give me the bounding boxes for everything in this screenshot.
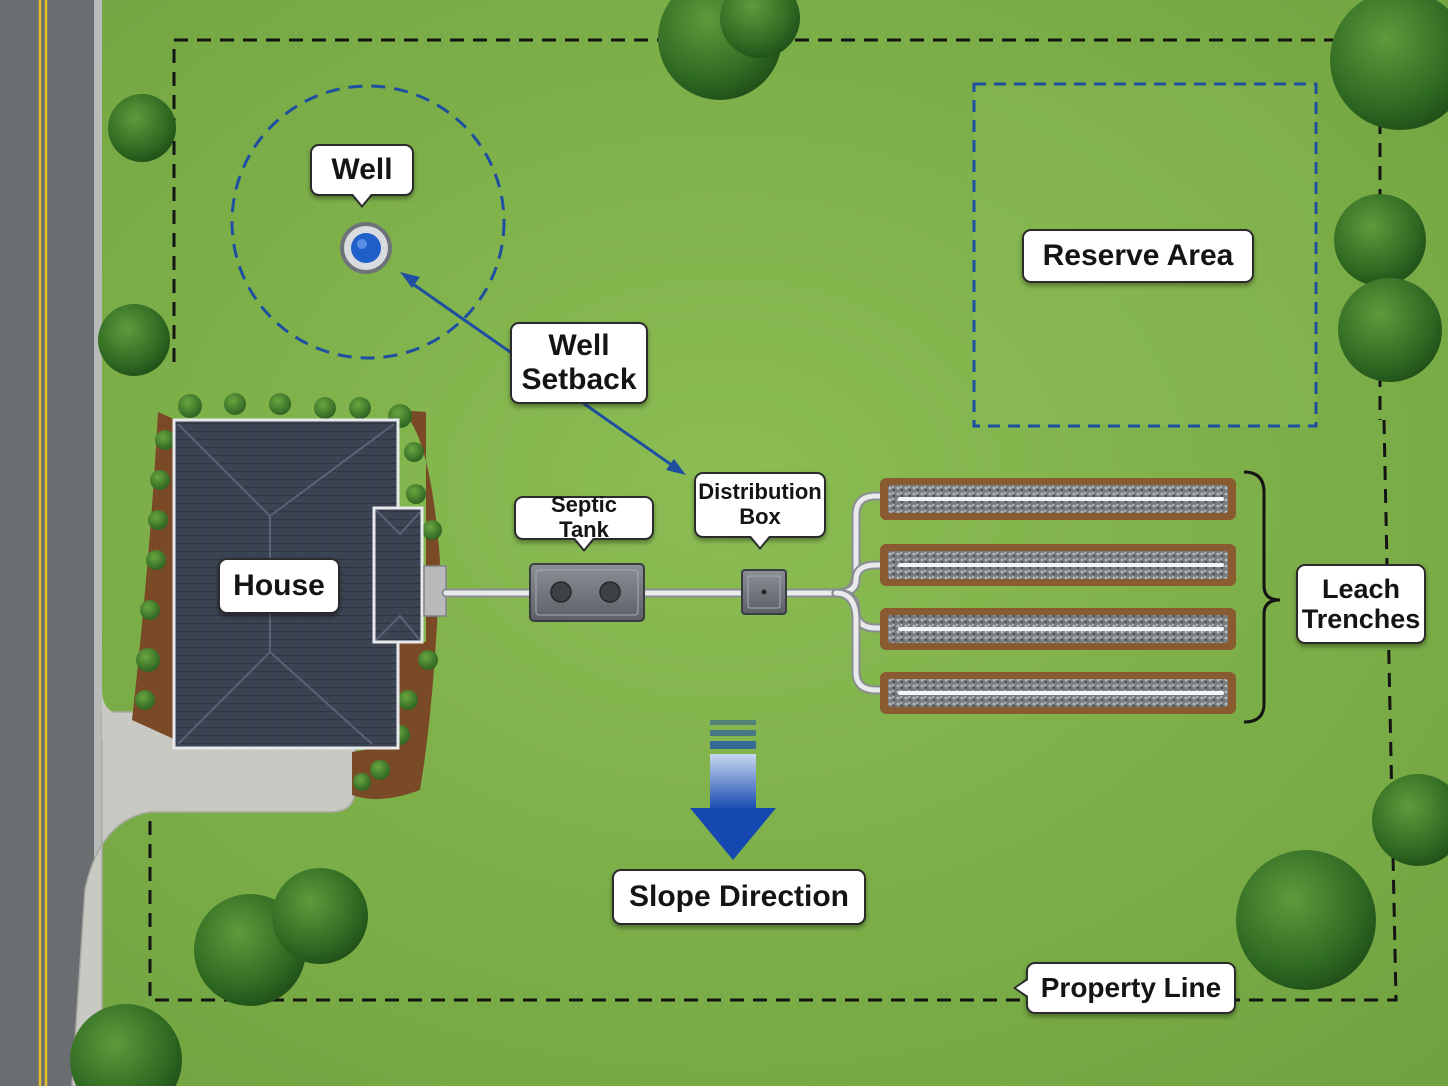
septic-tank-label: Septic Tank [514,492,654,552]
property-line-label: Property Line [1013,962,1236,1014]
distribution-box-label-line1: Distribution [698,479,822,505]
tree-icon [70,1004,182,1086]
sewer-pipes [441,491,905,695]
leach-trenches-label-line2: Trenches [1301,604,1421,634]
leach-trench [880,672,1236,714]
house-label-text: House [233,569,325,603]
house-label: House [218,558,340,614]
garden-shrubs [135,393,442,791]
leach-trench [880,608,1236,650]
tree-icon [1334,194,1442,382]
leach-trench [880,478,1236,520]
tree-icon [1372,774,1448,866]
arrow-down-icon [690,720,776,860]
distribution-box-label-line2: Box [739,504,781,529]
leach-trenches-label-line1: Leach [1321,573,1401,604]
slope-direction-label-text: Slope Direction [628,880,850,914]
septic-tank [529,563,645,622]
leach-trenches [880,478,1236,714]
leach-trench [880,544,1236,586]
leach-trenches-label: Leach Trenches [1296,564,1426,644]
tree-icon [1330,0,1448,130]
well-label-text: Well [331,153,393,187]
reserve-area-label-text: Reserve Area [1042,239,1234,273]
well-icon [340,222,392,274]
well-setback-circle [230,84,506,360]
distribution-box [741,569,787,615]
tree-icon [1236,850,1376,990]
well-setback-label-line2: Setback [521,363,637,396]
septic-tank-label-text: Septic Tank [550,492,618,542]
tree-icon [194,868,368,1006]
tree-icon [658,0,800,100]
distribution-box-label: Distribution Box [694,472,826,550]
road [0,0,102,1086]
tree-icon [108,94,176,162]
leach-trenches-brace [1243,470,1281,724]
well-setback-label: Well Setback [510,322,648,404]
slope-direction-label: Slope Direction [612,869,866,925]
well-label: Well [310,144,414,208]
property-line-label-text: Property Line [1040,972,1222,1004]
tree-icon [98,304,170,376]
reserve-area-label: Reserve Area [1022,229,1254,283]
well-setback-label-line1: Well [548,329,610,363]
